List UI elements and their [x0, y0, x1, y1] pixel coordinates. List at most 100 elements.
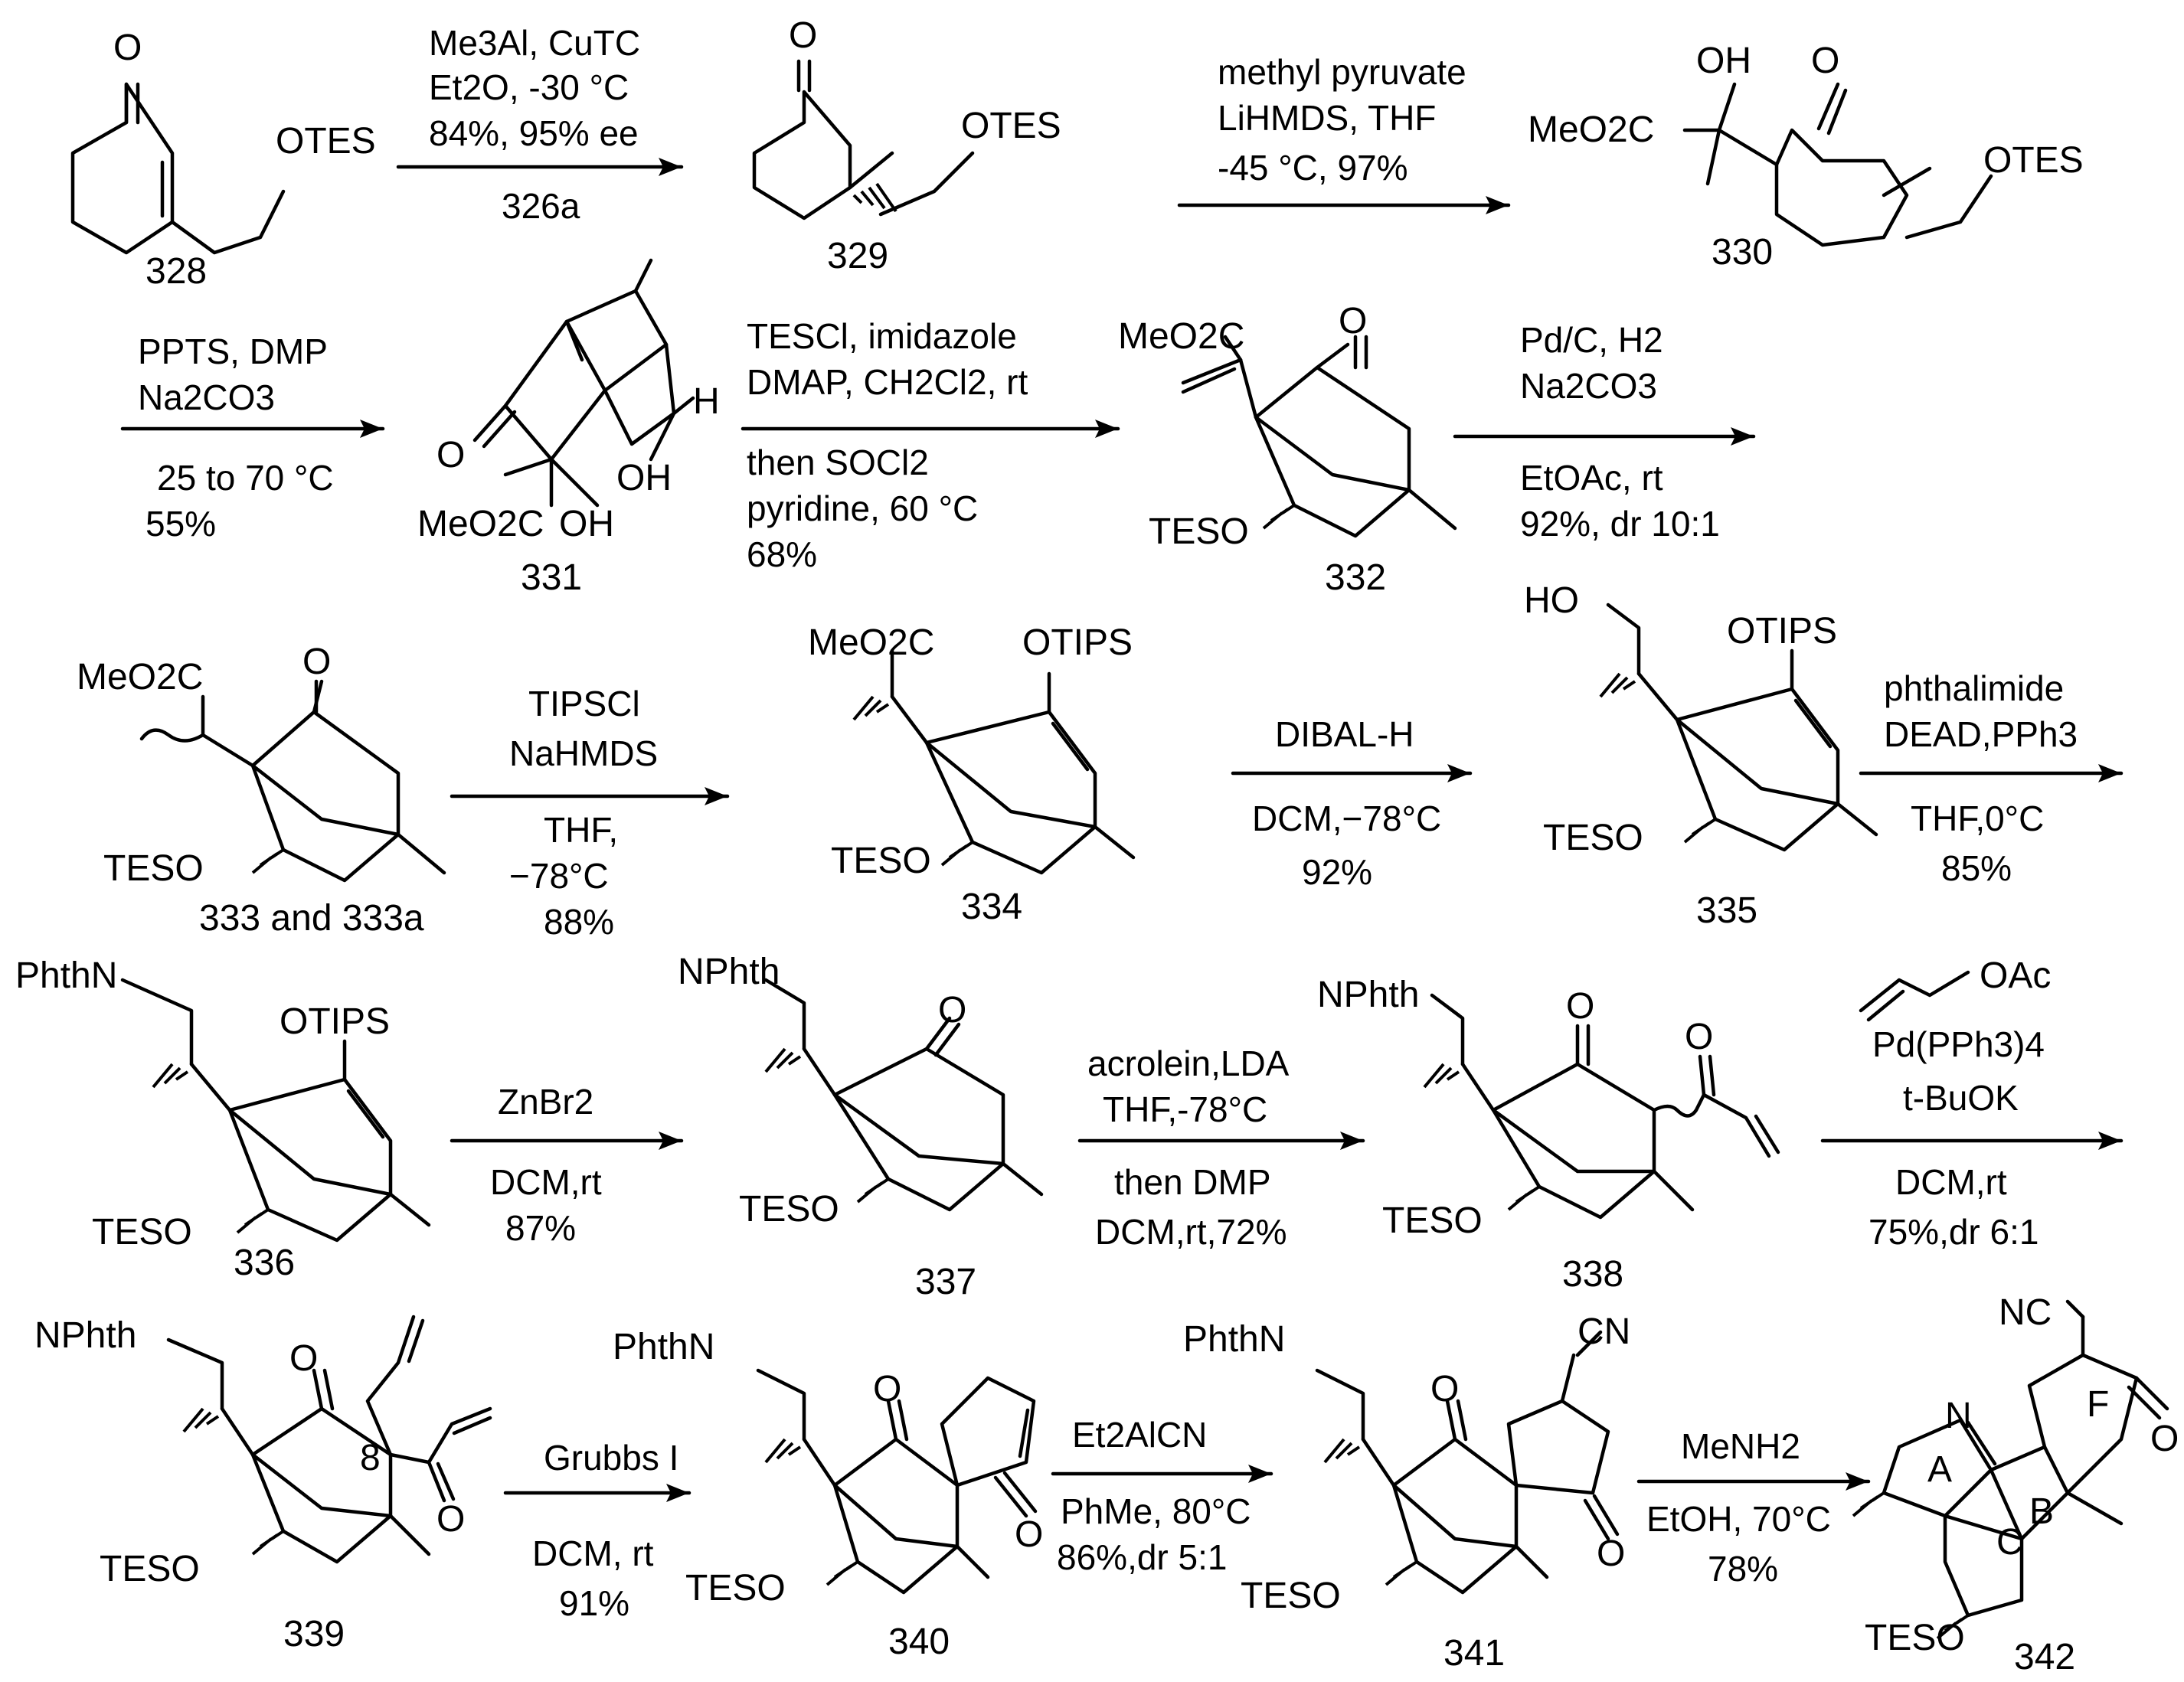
compound-label-337: 337: [915, 1262, 976, 1302]
condition: DCM, rt: [532, 1533, 654, 1573]
atom-teso: TESO: [1865, 1618, 1965, 1658]
atom-o: O: [1339, 301, 1367, 341]
reaction-arrow-4: TESCl, imidazole DMAP, CH2Cl2, rt then S…: [741, 316, 1120, 574]
condition: EtOH, 70°C: [1646, 1499, 1831, 1539]
compound-338: NPhth O O TESO 338: [1317, 975, 1780, 1295]
condition: DEAD,PPh3: [1884, 714, 2078, 754]
compound-label-342: 342: [2014, 1637, 2075, 1677]
condition: Me3Al, CuTC: [429, 23, 640, 63]
condition: THF,: [544, 810, 618, 850]
reaction-arrow-5: Pd/C, H2 Na2CO3 EtOAc, rt 92%, dr 10:1: [1453, 320, 1756, 544]
compound-330: MeO2C OH O OTES 330: [1528, 41, 2084, 273]
atom-meo2c: MeO2C: [417, 504, 544, 544]
atom-oh: OH: [559, 504, 614, 544]
atom-o: O: [436, 435, 465, 475]
atom-teso: TESO: [1149, 511, 1249, 552]
reaction-arrow-13: Et2AlCN PhMe, 80°C 86%,dr 5:1: [1051, 1415, 1273, 1577]
ring-label-f: F: [2087, 1384, 2109, 1425]
condition: PPTS, DMP: [138, 332, 328, 371]
condition: TESCl, imidazole: [747, 316, 1017, 356]
atom-o: O: [113, 28, 142, 68]
reaction-arrow-14: MeNH2 EtOH, 70°C 78%: [1636, 1426, 1871, 1589]
condition: 85%: [1941, 848, 2012, 888]
compound-334: MeO2C OTIPS TESO 334: [808, 622, 1136, 927]
condition: ZnBr2: [498, 1082, 593, 1122]
condition: phthalimide: [1884, 668, 2064, 708]
atom-o: O: [436, 1499, 465, 1540]
compound-335: HO OTIPS TESO 335: [1524, 580, 1878, 931]
atom-o: O: [873, 1369, 901, 1409]
condition: EtOAc, rt: [1520, 458, 1663, 498]
condition: 87%: [505, 1208, 576, 1248]
condition: 78%: [1708, 1549, 1778, 1589]
atom-meo2c: MeO2C: [1118, 316, 1244, 357]
condition: methyl pyruvate: [1218, 52, 1466, 92]
reaction-arrow-11: OAc Pd(PPh3)4 t-BuOK DCM,rt 75%,dr 6:1: [1820, 955, 2124, 1252]
condition: PhMe, 80°C: [1061, 1491, 1251, 1531]
compound-label-341: 341: [1443, 1633, 1505, 1674]
atom-teso: TESO: [1543, 818, 1643, 858]
condition: acrolein,LDA: [1087, 1043, 1290, 1083]
compound-339: NPhth O 8 O TESO 339: [34, 1315, 492, 1654]
compound-label-334: 334: [961, 887, 1022, 927]
atom-teso: TESO: [100, 1549, 200, 1589]
compound-label-330: 330: [1712, 232, 1773, 273]
reaction-arrow-7: DIBAL-H DCM,−78°C 92%: [1231, 714, 1473, 892]
condition: Pd/C, H2: [1520, 320, 1663, 360]
reaction-arrow-3: PPTS, DMP Na2CO3 25 to 70 °C 55%: [120, 332, 385, 544]
atom-otes: OTES: [961, 106, 1061, 146]
compound-label-331: 331: [521, 557, 582, 598]
condition: 68%: [747, 534, 817, 574]
condition: LiHMDS, THF: [1218, 98, 1436, 138]
compound-label-332: 332: [1325, 557, 1386, 598]
atom-n: N: [1945, 1396, 1972, 1436]
atom-o: O: [1597, 1533, 1625, 1574]
condition: -45 °C, 97%: [1218, 148, 1408, 188]
compound-label-328: 328: [145, 251, 207, 292]
atom-o: O: [789, 15, 817, 56]
condition: DMAP, CH2Cl2, rt: [747, 362, 1028, 402]
atom-phthn: PhthN: [1183, 1319, 1285, 1360]
condition: DIBAL-H: [1275, 714, 1414, 754]
atom-o: O: [2150, 1419, 2179, 1459]
compound-329: O OTES 329: [752, 15, 1061, 276]
reaction-arrow-2: methyl pyruvate LiHMDS, THF -45 °C, 97%: [1177, 52, 1511, 214]
condition: 75%,dr 6:1: [1868, 1212, 2039, 1252]
compound-333: MeO2C O TESO 333 and 333a: [77, 642, 446, 939]
atom-nphth: NPhth: [34, 1315, 136, 1356]
compound-337: NPhth O TESO 337: [678, 952, 1044, 1302]
condition: Et2O, -30 °C: [429, 67, 629, 107]
atom-otes: OTES: [1983, 140, 2084, 181]
atom-teso: TESO: [1382, 1200, 1483, 1241]
atom-ho: HO: [1524, 580, 1579, 621]
ring-label-c: C: [1996, 1522, 2023, 1563]
condition: Grubbs I: [544, 1438, 678, 1478]
condition: TIPSCl: [528, 684, 640, 723]
compound-label-340: 340: [888, 1622, 950, 1662]
atom-teso: TESO: [831, 841, 931, 881]
compound-label-338: 338: [1562, 1254, 1623, 1295]
atom-otips: OTIPS: [280, 1001, 390, 1042]
atom-nphth: NPhth: [678, 952, 780, 992]
condition: THF,0°C: [1911, 799, 2044, 838]
reaction-arrow-8: phthalimide DEAD,PPh3 THF,0°C 85%: [1859, 668, 2124, 888]
atom-o: O: [302, 642, 331, 682]
atom-oh: OH: [1696, 41, 1751, 81]
compound-328: O OTES 328: [70, 28, 376, 292]
compound-336: PhthN OTIPS TESO 336: [15, 955, 431, 1283]
condition: Na2CO3: [1520, 366, 1657, 406]
atom-o: O: [1566, 986, 1594, 1027]
atom-meo2c: MeO2C: [77, 657, 203, 697]
condition: DCM,rt: [1895, 1162, 2007, 1202]
reaction-arrow-12: Grubbs I DCM, rt 91%: [503, 1438, 691, 1623]
atom-o: O: [1430, 1369, 1459, 1409]
reaction-arrow-10: acrolein,LDA THF,-78°C then DMP DCM,rt,7…: [1077, 1043, 1365, 1252]
condition: 92%: [1302, 852, 1372, 892]
compound-label-333: 333 and 333a: [199, 898, 424, 939]
condition: DCM,rt,72%: [1095, 1212, 1287, 1252]
atom-o: O: [289, 1338, 318, 1379]
atom-oh: OH: [616, 458, 672, 498]
ring-label-a: A: [1927, 1449, 1952, 1490]
atom-otips: OTIPS: [1022, 622, 1133, 663]
atom-locant-8: 8: [360, 1438, 381, 1478]
